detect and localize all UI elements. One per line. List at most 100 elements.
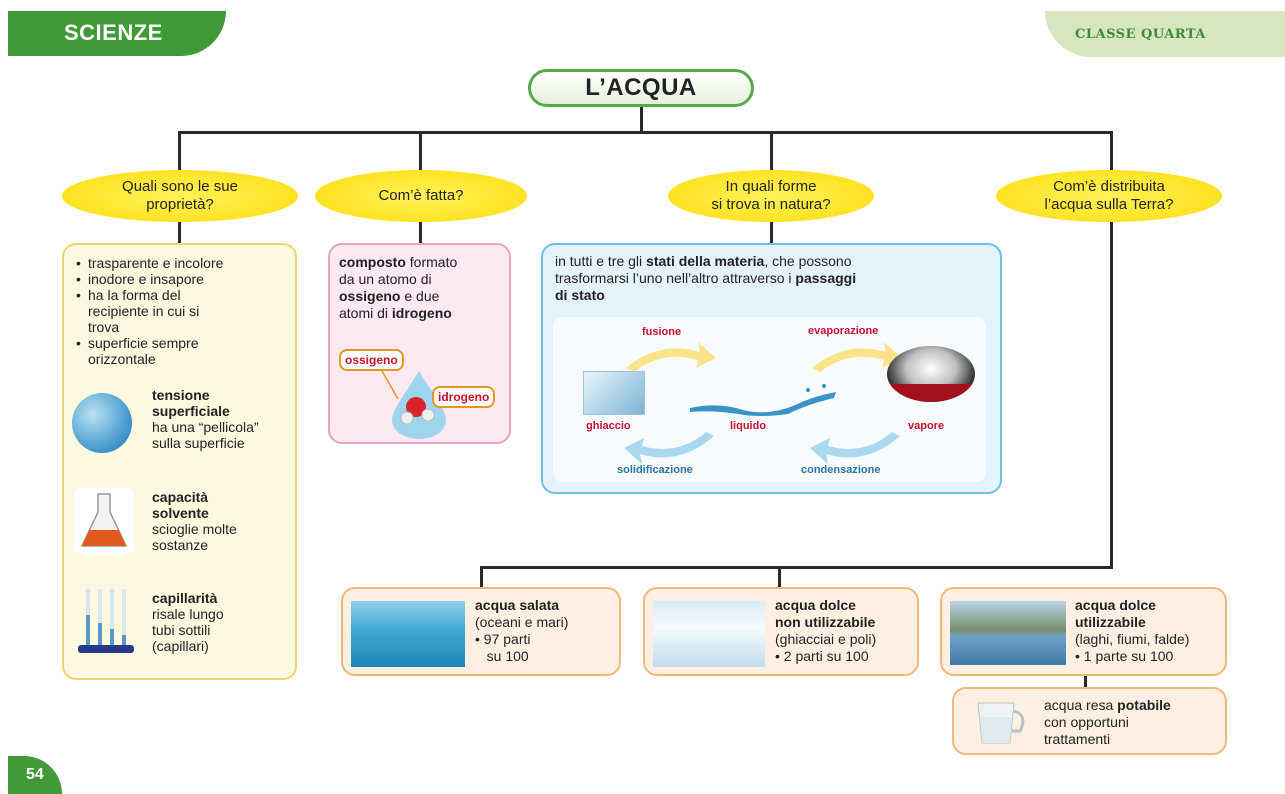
class-label: CLASSE QUARTA bbox=[1075, 27, 1206, 42]
properties-list: trasparente e incolore inodore e insapor… bbox=[76, 255, 281, 367]
capillarity-text: capillarità risale lungo tubi sottili (c… bbox=[152, 590, 224, 654]
subject-label: SCIENZE bbox=[64, 20, 163, 45]
keyword: composto bbox=[339, 254, 406, 270]
list-item: ha la forma del recipiente in cui si tro… bbox=[76, 287, 228, 335]
label-condensation: condensazione bbox=[801, 464, 881, 476]
connector-line bbox=[480, 566, 1113, 569]
text: trattamenti bbox=[1044, 731, 1111, 747]
tension-title: tensione bbox=[152, 387, 210, 403]
hydrogen-label: idrogeno bbox=[432, 386, 496, 408]
ice-cube-image bbox=[583, 371, 645, 415]
list-item: inodore e insapore bbox=[76, 271, 281, 287]
keyword: stati della materia bbox=[646, 253, 765, 269]
text: acqua resa bbox=[1044, 697, 1118, 713]
capillary-tubes-image bbox=[78, 589, 134, 653]
tension-text: tensione superficiale ha una “pellicola”… bbox=[152, 387, 259, 451]
question-text: Quali sono le sue bbox=[122, 178, 238, 195]
connector-line bbox=[419, 220, 422, 244]
connector-line bbox=[1110, 131, 1113, 173]
steam-image bbox=[887, 346, 975, 402]
fusion-arrow bbox=[626, 342, 716, 372]
label-solidification: solidificazione bbox=[617, 464, 693, 476]
connector-line bbox=[480, 566, 483, 588]
solvent-text: capacità solvente scioglie molte sostanz… bbox=[152, 489, 237, 553]
fresh-usable-text: acqua dolce utilizzabile (laghi, fiumi, … bbox=[1075, 597, 1190, 664]
steam-base bbox=[887, 384, 975, 402]
fresh-usable-box: acqua dolce utilizzabile (laghi, fiumi, … bbox=[940, 587, 1227, 676]
flask-image bbox=[74, 488, 134, 554]
connector-line bbox=[770, 220, 773, 244]
page-number: 54 bbox=[26, 766, 44, 783]
text: con opportuni bbox=[1044, 714, 1129, 730]
lake-image bbox=[950, 601, 1066, 665]
ocean-image bbox=[351, 601, 465, 667]
text: trasformarsi l’uno nell’altro attraverso… bbox=[555, 270, 796, 286]
question-text: si trova in natura? bbox=[711, 196, 831, 213]
tension-title: superficiale bbox=[152, 403, 230, 419]
concept-map-title: L’ACQUA bbox=[528, 69, 754, 107]
salt-water-box: acqua salata (oceani e mari) • 97 parti … bbox=[341, 587, 621, 676]
label-ice: ghiaccio bbox=[586, 420, 631, 432]
question-text: Com’è distribuita bbox=[1053, 178, 1165, 195]
solvent-desc: sostanze bbox=[152, 537, 209, 553]
potable-text: acqua resa potabile con opportuni tratta… bbox=[1044, 697, 1171, 748]
salt-title: acqua salata bbox=[475, 597, 560, 613]
question-text: Com’è fatta? bbox=[378, 187, 464, 204]
connector-line bbox=[178, 131, 181, 173]
question-text: proprietà? bbox=[146, 196, 214, 213]
page-number-tab: 54 bbox=[8, 756, 62, 794]
fresh-usable-title: acqua dolce bbox=[1075, 597, 1156, 613]
states-text: in tutti e tre gli stati della materia, … bbox=[555, 253, 995, 304]
fresh-unusable-text: acqua dolce non utilizzabile (ghiacciai … bbox=[775, 597, 877, 664]
water-drops-image bbox=[72, 393, 132, 453]
evaporation-arrow bbox=[812, 342, 902, 372]
text: e due bbox=[400, 288, 440, 304]
composition-text: composto formato da un atomo di ossigeno… bbox=[339, 254, 509, 322]
connector-line bbox=[640, 107, 643, 132]
connector-line bbox=[1110, 220, 1113, 567]
salt-water-text: acqua salata (oceani e mari) • 97 parti … bbox=[475, 597, 569, 664]
text: formato bbox=[405, 254, 458, 270]
connector-line bbox=[778, 566, 781, 588]
label-evaporation: evaporazione bbox=[808, 325, 879, 337]
water-molecule-drop bbox=[381, 370, 455, 439]
label-vapor: vapore bbox=[908, 420, 945, 432]
connector-line bbox=[178, 220, 181, 244]
fresh-usable-sub: (laghi, fiumi, falde) bbox=[1075, 631, 1190, 647]
keyword: ossigeno bbox=[339, 288, 401, 304]
solidification-arrow bbox=[624, 432, 714, 464]
fresh-unusable-box: acqua dolce non utilizzabile (ghiacciai … bbox=[643, 587, 919, 676]
connector-line bbox=[419, 131, 422, 173]
fresh-unusable-title: non utilizzabile bbox=[775, 614, 876, 630]
fresh-usable-amount: 1 parte su 100 bbox=[1083, 648, 1174, 664]
question-text: In quali forme bbox=[725, 178, 817, 195]
text: atomi di bbox=[339, 305, 392, 321]
salt-amount: su 100 bbox=[486, 648, 529, 664]
label-liquid: liquido bbox=[730, 420, 767, 432]
fresh-unusable-sub: (ghiacciai e poli) bbox=[775, 631, 877, 647]
keyword: idrogeno bbox=[391, 305, 452, 321]
solvent-title: solvente bbox=[152, 505, 209, 521]
fresh-unusable-amount: 2 parti su 100 bbox=[783, 648, 869, 664]
potable-water-box: acqua resa potabile con opportuni tratta… bbox=[952, 687, 1227, 755]
label-fusion: fusione bbox=[642, 326, 682, 338]
capillarity-desc: risale lungo bbox=[152, 606, 224, 622]
text: , che possono bbox=[764, 253, 852, 269]
text: da un atomo di bbox=[339, 271, 432, 287]
pitcher-image bbox=[977, 702, 1025, 744]
tension-desc: ha una “pellicola” bbox=[152, 419, 259, 435]
question-composition: Com’è fatta? bbox=[315, 170, 527, 222]
condensation-arrow bbox=[810, 432, 900, 464]
capillarity-title: capillarità bbox=[152, 590, 218, 606]
tension-desc: sulla superficie bbox=[152, 435, 245, 451]
fresh-unusable-title: acqua dolce bbox=[775, 597, 856, 613]
connector-line bbox=[770, 131, 773, 173]
list-item: trasparente e incolore bbox=[76, 255, 281, 271]
class-tab: CLASSE QUARTA bbox=[1045, 11, 1285, 57]
subject-tab: SCIENZE bbox=[8, 11, 226, 56]
properties-box: trasparente e incolore inodore e insapor… bbox=[62, 243, 297, 680]
question-text: l’acqua sulla Terra? bbox=[1044, 196, 1174, 213]
